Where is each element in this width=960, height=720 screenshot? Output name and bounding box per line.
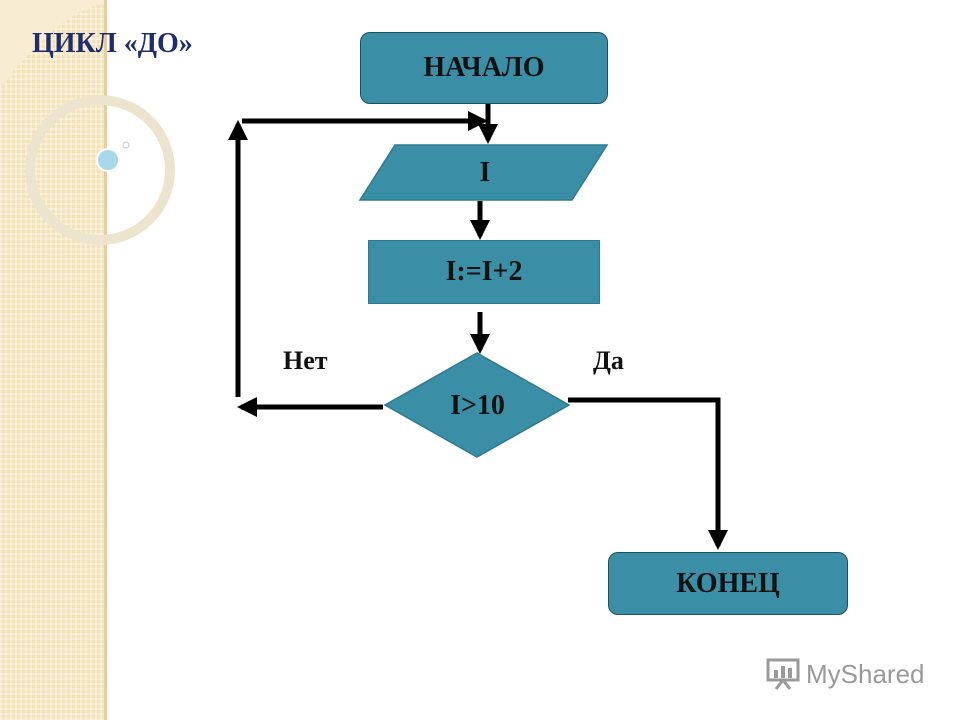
start-terminator: НАЧАЛО xyxy=(360,32,608,104)
side-strip-edge xyxy=(104,0,107,720)
start-label: НАЧАЛО xyxy=(423,52,545,83)
arrow-yes-to-end xyxy=(568,397,728,550)
slide-title: ЦИКЛ «ДО» xyxy=(32,28,193,59)
presentation-icon xyxy=(766,658,800,690)
no-branch-label: Нет xyxy=(283,346,328,375)
process-box: I:=I+2 xyxy=(368,240,600,304)
decision-label: I>10 xyxy=(450,390,505,421)
decor-dot xyxy=(122,141,130,149)
yes-branch-label: Да xyxy=(593,346,624,375)
decision-diamond xyxy=(383,352,571,458)
corner-swoosh xyxy=(0,0,104,88)
decor-bubble xyxy=(96,148,120,172)
end-label: КОНЕЦ xyxy=(676,567,780,599)
watermark-text: MyShared xyxy=(806,658,925,689)
decor-ring-large xyxy=(25,95,175,245)
input-label: I xyxy=(479,157,491,188)
watermark: MyShared xyxy=(766,658,925,690)
process-label: I:=I+2 xyxy=(445,256,523,287)
input-parallelogram xyxy=(358,144,609,201)
end-terminator: КОНЕЦ xyxy=(608,552,848,615)
